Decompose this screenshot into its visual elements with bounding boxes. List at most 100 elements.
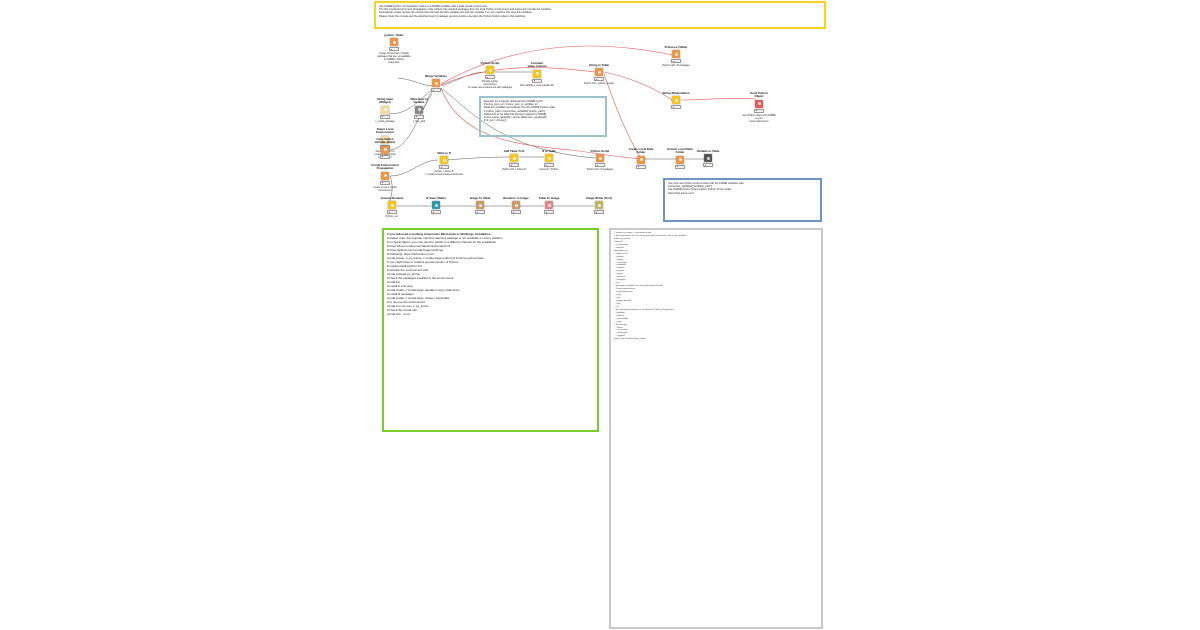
node-title: String to Table	[588, 63, 610, 67]
annotation-line: conda create -n py_knime -c conda-forge …	[387, 256, 484, 260]
node-status-light	[532, 78, 542, 83]
workflow-node[interactable]: Send Python Object send Python object wit…	[737, 91, 781, 123]
annotation-environment-yaml: # conda env export > environment.yml# th…	[609, 228, 823, 629]
annotation-line: knime.output_tables[0] = knime.Table.fro…	[484, 116, 547, 120]
workflow-node[interactable]: Extract Local Data Folder	[658, 147, 702, 170]
workflow-node[interactable]: R View (Table)	[414, 196, 458, 215]
annotation-line: conda info --envs	[387, 312, 411, 316]
node-icon[interactable]	[595, 68, 603, 77]
node-icon[interactable]	[432, 79, 440, 88]
node-icon[interactable]	[381, 135, 389, 144]
node-title: Create Local Data Folder	[628, 147, 654, 155]
node-icon[interactable]	[486, 66, 494, 75]
node-title: Table Row to Variable	[410, 97, 428, 105]
workflow-node[interactable]: String Manipulation	[654, 91, 698, 110]
node-icon[interactable]	[388, 201, 396, 210]
node-title: Select Local Environment	[376, 127, 394, 135]
node-icon[interactable]	[381, 105, 389, 114]
node-icon[interactable]	[381, 171, 389, 180]
workflow-node[interactable]: Table To Image	[527, 196, 571, 215]
node-status-light	[380, 180, 390, 185]
workflow-node[interactable]: String Input (Widget)v_conda_package	[363, 97, 407, 122]
annotation-line: # knime_json_str = knime_json_to_str(dat…	[484, 103, 538, 107]
annotation-line: # check the packages installed in the en…	[387, 276, 454, 280]
workflow-node[interactable]: Renderer to Image	[494, 196, 538, 215]
workflow-node[interactable]: Table to R Python = knime.R >> create a l…	[422, 151, 466, 177]
annotation-right: Use your own Python script to work with …	[663, 178, 822, 222]
annotation-line: Reference to the data that has been pass…	[484, 112, 547, 116]
annotation-line: - statsmodels	[614, 317, 629, 320]
node-icon[interactable]	[381, 145, 389, 154]
node-icon[interactable]	[595, 201, 603, 210]
annotation-line: # Following: https://hub.knime.com/	[387, 252, 435, 256]
node-title: Conda Environment Propagation	[371, 163, 399, 171]
workflow-node[interactable]: Image Writer (Port)	[577, 196, 621, 215]
node-icon[interactable]	[545, 201, 553, 210]
node-title: Send Python Object	[750, 91, 768, 99]
workflow-node[interactable]: Case Switch Variable (Start)	[363, 137, 407, 160]
node-status-light	[544, 163, 554, 168]
node-icon[interactable]	[704, 154, 712, 163]
node-title: R Source (Table)	[664, 45, 688, 49]
node-title: python_folder	[384, 33, 404, 37]
workflow-node[interactable]: Variable to Table	[686, 149, 730, 168]
node-title: R View (Table)	[426, 196, 446, 200]
node-icon[interactable]	[415, 105, 423, 114]
annotation-line: # to remove the environment	[387, 300, 426, 304]
node-icon[interactable]	[672, 50, 680, 59]
node-icon[interactable]	[390, 38, 398, 47]
annotation-line: - xgboost	[614, 314, 625, 317]
node-icon[interactable]	[440, 156, 448, 165]
node-icon[interactable]	[510, 154, 518, 163]
annotation-line: # https://docs.conda.io/en/latest/minico…	[387, 244, 451, 248]
annotation-line: - py4j	[614, 294, 621, 297]
workflow-node[interactable]: Create Local Data Folder	[619, 147, 663, 170]
node-icon[interactable]	[533, 69, 541, 78]
node-comment: Python = knime.R >> create a local conda…	[424, 170, 464, 177]
annotation-line: - python=3.9	[614, 252, 628, 255]
annotation-line: - scipy	[614, 320, 622, 323]
node-icon[interactable]	[432, 201, 440, 210]
annotation-line: Use KNIME Python Script (Labs) / Python …	[668, 188, 732, 192]
node-icon[interactable]	[672, 96, 680, 105]
annotation-line: prefix: /opt/conda/envs/py_knime	[614, 338, 646, 341]
workflow-node[interactable]: Image To Table	[458, 196, 502, 215]
node-status-light	[675, 164, 685, 169]
node-icon[interactable]	[545, 154, 553, 163]
node-title: Table to R	[437, 151, 451, 155]
annotation-line: # https://github.com/conda-forge/minifor…	[387, 248, 444, 252]
node-title: Python Script	[590, 149, 610, 153]
node-title: Table To Image	[538, 196, 560, 200]
node-comment: send Python object with KNIME to your lo…	[742, 113, 776, 123]
annotation-line: # on Apple Silicon you may need to switc…	[387, 240, 497, 244]
node-icon[interactable]	[476, 201, 484, 210]
node-title: Merge Variables	[424, 74, 447, 78]
annotation-line: # the following packages are used by the…	[614, 308, 674, 311]
node-icon[interactable]	[512, 201, 520, 210]
annotation-line: # install in one step	[387, 284, 413, 288]
workflow-node[interactable]: Merge Variables	[414, 74, 458, 93]
annotation-line: # you might have to install a special ve…	[387, 260, 459, 264]
annotation-line: conda install -c conda-forge pandas nump…	[387, 288, 460, 292]
node-status-light	[594, 77, 604, 82]
annotation-line: - r-data.table	[614, 332, 628, 335]
node-status-light	[509, 163, 519, 168]
node-comment: flow variable v_keep pandas list	[520, 83, 554, 87]
workflow-node[interactable]: R Source (Table)Python path / R packages	[654, 45, 698, 67]
node-comment: Provide python environment to create new…	[468, 80, 512, 90]
node-icon[interactable]	[637, 155, 645, 164]
node-status-light	[636, 164, 646, 169]
node-icon[interactable]	[676, 155, 684, 164]
node-icon[interactable]	[755, 99, 763, 108]
node-icon[interactable]	[596, 154, 604, 163]
